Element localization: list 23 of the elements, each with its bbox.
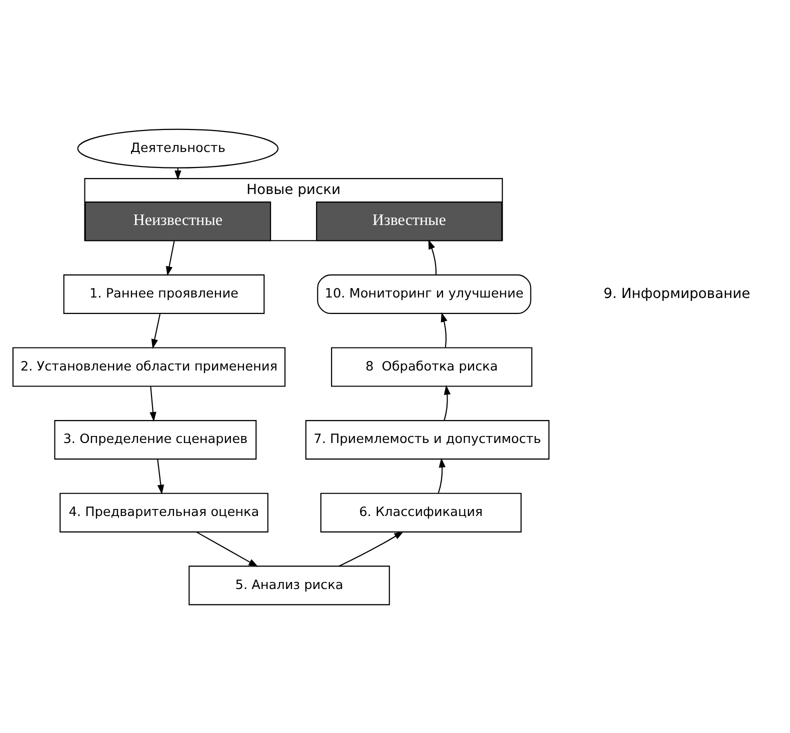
arrow — [166, 240, 175, 276]
node-box: 1. Раннее проявление — [63, 274, 265, 314]
node-box: 7. Приемлемость и допустимость — [305, 420, 550, 460]
arrow — [438, 457, 446, 493]
node-box: Известные — [316, 201, 502, 241]
arrow — [440, 312, 448, 347]
label: 9. Информирование — [604, 285, 750, 302]
arrow — [157, 458, 164, 494]
node-box: 3. Определение сценариев — [54, 420, 257, 460]
node-box: 10. Мониторинг и улучшение — [317, 274, 532, 314]
node-box: Неизвестные — [84, 201, 272, 241]
arrow — [444, 384, 451, 420]
arrow — [196, 531, 258, 566]
arrow — [151, 313, 161, 348]
arrow — [150, 386, 156, 422]
node-box: 4. Предварительная оценка — [60, 492, 268, 532]
node-box: 2. Установление области применения — [12, 346, 286, 386]
node-box: 8 Обработка риска — [331, 346, 532, 386]
node-box: 6. Классификация — [320, 492, 522, 532]
arrow — [428, 239, 437, 274]
node-box: 5. Анализ риска — [188, 565, 390, 605]
arrow — [338, 530, 404, 566]
node-ellipse: Деятельность — [77, 128, 279, 168]
